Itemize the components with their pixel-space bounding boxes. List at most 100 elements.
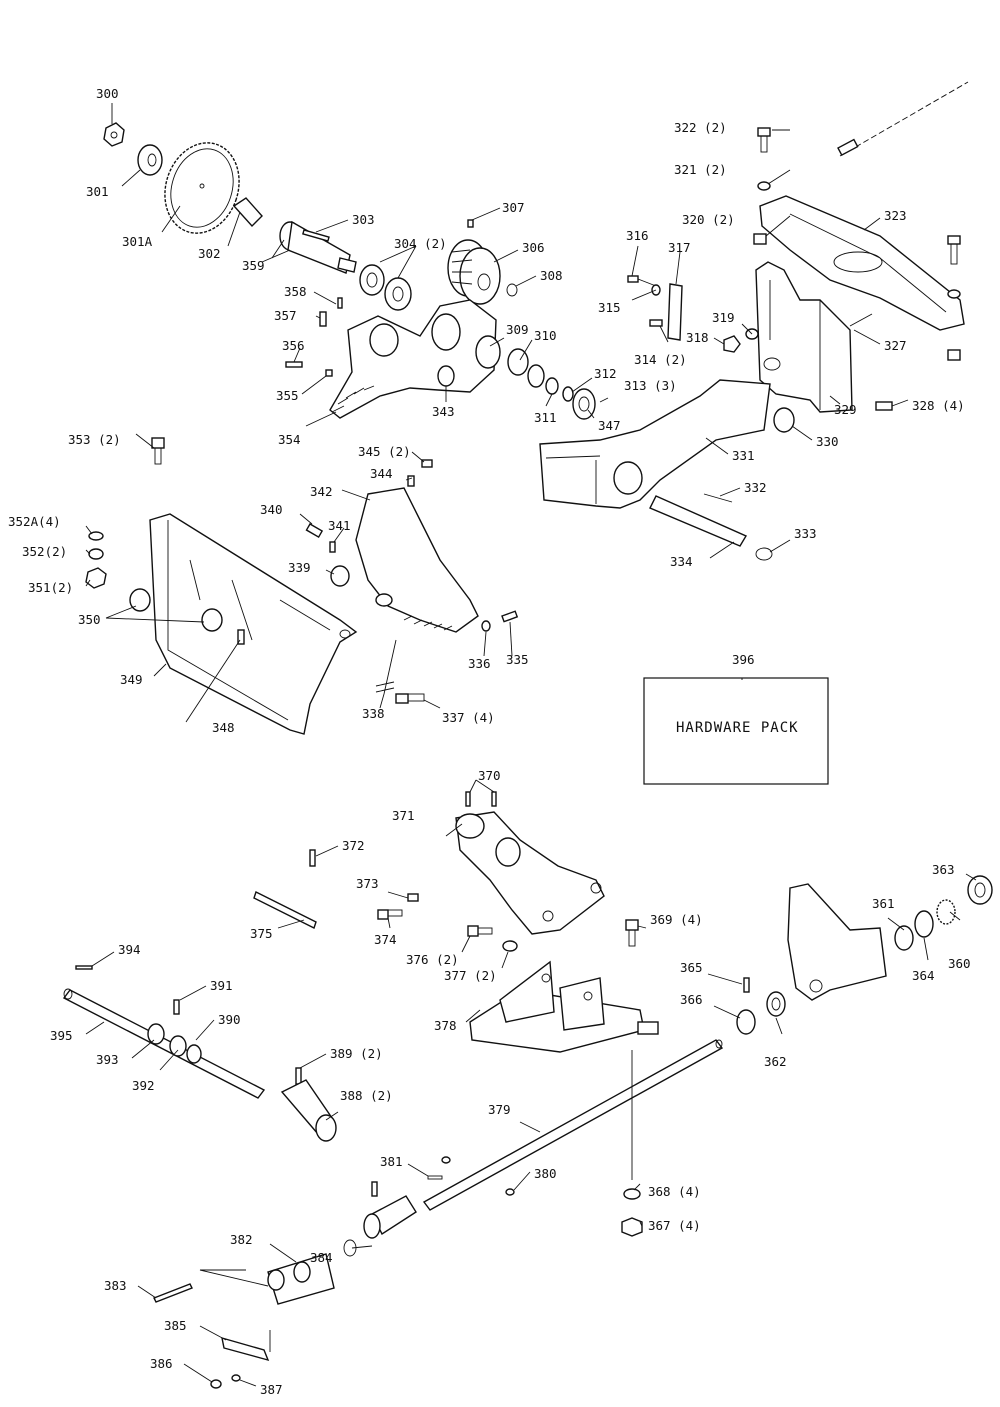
- pin-327: [849, 313, 873, 327]
- shaft-379: [422, 1039, 724, 1211]
- callout-361: 361: [872, 896, 895, 911]
- callout-391: 391: [210, 978, 233, 993]
- washer-311: [545, 377, 559, 395]
- callout-369: 369 (4): [650, 912, 703, 927]
- leader-lines: [85, 103, 977, 1387]
- callout-384: 384: [310, 1250, 333, 1265]
- bearing-310: [507, 348, 545, 388]
- callout-362: 362: [764, 1054, 787, 1069]
- screw-313: [599, 397, 609, 403]
- callout-322: 322 (2): [674, 120, 727, 135]
- callout-372: 372: [342, 838, 365, 853]
- collar-392-393: [147, 1023, 202, 1064]
- key-303: [302, 229, 330, 242]
- callout-354: 354: [278, 432, 301, 447]
- callout-301A: 301A: [122, 234, 153, 249]
- callout-350: 350: [78, 612, 101, 627]
- screw-386: [210, 1379, 222, 1389]
- callout-336: 336: [468, 656, 491, 671]
- callout-320: 320 (2): [682, 212, 735, 227]
- screw-374: [377, 909, 403, 920]
- washer-343: [437, 365, 455, 387]
- callout-302: 302: [198, 246, 221, 261]
- callout-383: 383: [104, 1278, 127, 1293]
- callout-393: 393: [96, 1052, 119, 1067]
- arbor-bracket-354: [329, 299, 497, 419]
- collar-366: [736, 1009, 756, 1035]
- rod-375: [253, 891, 317, 929]
- callout-343: 343: [432, 404, 455, 419]
- callout-323: 323: [884, 208, 907, 223]
- pin-389: [295, 1067, 302, 1085]
- worm-388: [280, 1079, 337, 1142]
- callout-338: 338: [362, 706, 385, 721]
- setscrew-365: [743, 977, 750, 993]
- pin-381: [427, 1156, 451, 1180]
- retaining-ring-308: [506, 283, 518, 297]
- callout-373: 373: [356, 876, 379, 891]
- callout-351: 351(2): [28, 580, 73, 595]
- arm-331: [539, 379, 771, 509]
- callout-337: 337 (4): [442, 710, 495, 725]
- adapter-302: [232, 197, 263, 228]
- callout-368: 368 (4): [648, 1184, 701, 1199]
- callout-344: 344: [370, 466, 393, 481]
- callout-357: 357: [274, 308, 297, 323]
- callout-355: 355: [276, 388, 299, 403]
- trunnion-bracket-329: [755, 261, 853, 413]
- rear-trunnion-lower: [787, 883, 887, 1001]
- screw-316: [627, 275, 657, 287]
- washer-321: [757, 181, 771, 191]
- pin-372: [309, 849, 316, 867]
- callout-347: 347: [598, 418, 621, 433]
- pin-391: [173, 999, 180, 1015]
- callout-374: 374: [374, 932, 397, 947]
- ring-333: [755, 547, 773, 561]
- callout-327: 327: [884, 338, 907, 353]
- callout-321: 321 (2): [674, 162, 727, 177]
- callout-312: 312: [594, 366, 617, 381]
- screw-376: [467, 925, 493, 937]
- callout-360: 360: [948, 956, 971, 971]
- callout-366: 366: [680, 992, 703, 1007]
- callout-311: 311: [534, 410, 557, 425]
- pin-394: [75, 965, 93, 970]
- shaft-395: [62, 988, 266, 1099]
- bracket-382: [267, 1253, 335, 1305]
- rear-trunnion-342: [355, 487, 479, 633]
- callout-310: 310: [534, 328, 557, 343]
- pulley-306: [447, 239, 501, 305]
- callout-300: 300: [96, 86, 119, 101]
- callout-352A: 352A(4): [8, 514, 61, 529]
- callout-345: 345 (2): [358, 444, 411, 459]
- trunnion-bracket-349: [149, 513, 358, 735]
- callout-365: 365: [680, 960, 703, 975]
- callout-358: 358: [284, 284, 307, 299]
- callout-385: 385: [164, 1318, 187, 1333]
- bushing-339: [330, 565, 350, 587]
- callout-314: 314 (2): [634, 352, 687, 367]
- callout-377: 377 (2): [444, 968, 497, 983]
- callout-labels: 300 301 301A 302 303 304 (2) 306 307 308…: [8, 86, 971, 1397]
- callout-319: 319: [712, 310, 735, 325]
- lockwasher-360: [936, 899, 956, 925]
- callout-375: 375: [250, 926, 273, 941]
- callout-315: 315: [598, 300, 621, 315]
- callout-367: 367 (4): [648, 1218, 701, 1233]
- callout-313: 313 (3): [624, 378, 677, 393]
- callout-359: 359: [242, 258, 265, 273]
- bolt-322: [757, 127, 771, 153]
- nut-318: [723, 335, 741, 353]
- setscrews-348: [237, 629, 245, 645]
- callout-370: 370: [478, 768, 501, 783]
- callout-340: 340: [260, 502, 283, 517]
- callout-339: 339: [288, 560, 311, 575]
- bolt-right-322: [947, 235, 961, 361]
- callout-308: 308: [540, 268, 563, 283]
- callout-379: 379: [488, 1102, 511, 1117]
- callout-331: 331: [732, 448, 755, 463]
- callout-394: 394: [118, 942, 141, 957]
- callout-381: 381: [380, 1154, 403, 1169]
- pin-383: [153, 1283, 193, 1303]
